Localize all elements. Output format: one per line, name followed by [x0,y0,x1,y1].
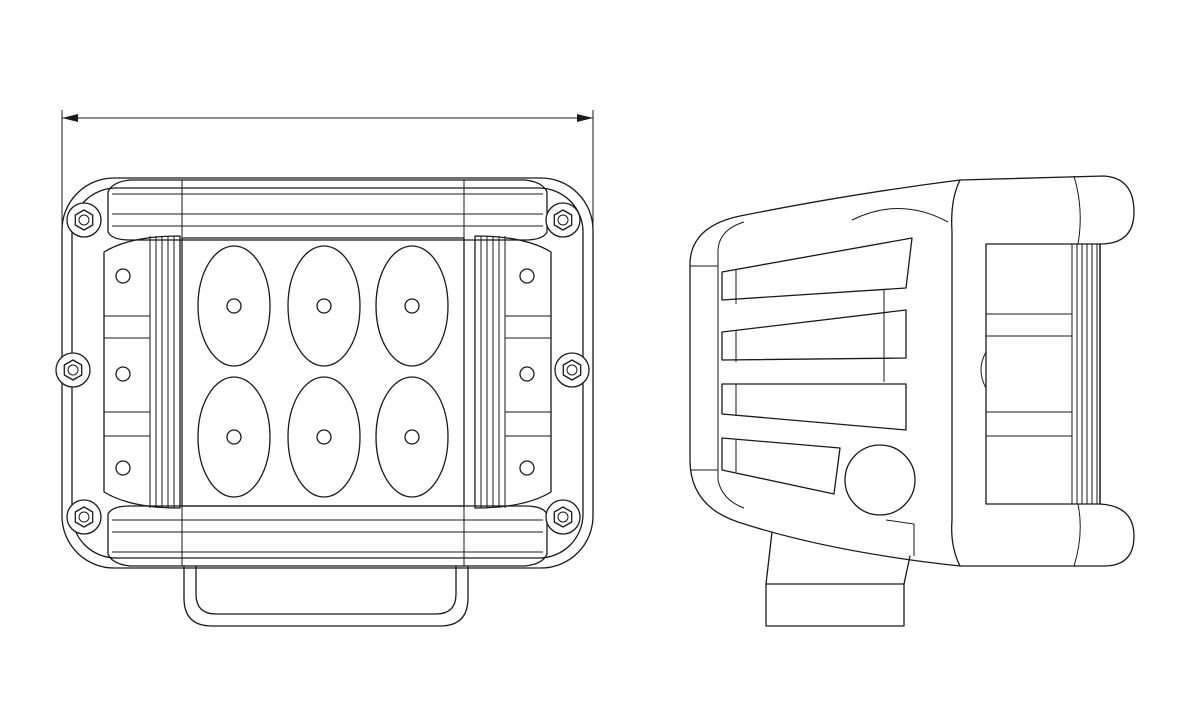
led-lens [197,376,271,498]
led-emitter [316,298,332,314]
heatsink-blade [721,383,907,431]
right-side-panel [474,235,552,509]
side-rear-line [717,252,745,509]
dimension-arrow-right [577,114,593,122]
lens-window [181,237,465,507]
side-lens-face [985,243,1101,505]
left-screw-top [115,268,131,284]
hex-bolt-bottom-left [66,499,102,535]
hex-bolt-middle-right [554,352,590,388]
hex-bolt-top-right [545,202,581,238]
hex-bolt-top-left [66,202,102,238]
led-lens-grid [197,245,449,498]
right-screw-top [519,268,535,284]
side-gland-line [885,519,915,556]
side-front-rib [951,179,961,567]
right-screw-bottom [519,460,535,476]
left-side-panel [103,235,181,509]
mounting-bracket [183,565,469,627]
hex-bolt-bottom-right [545,499,581,535]
left-screw-bottom [115,460,131,476]
led-lens [375,245,449,367]
led-emitter [226,298,242,314]
housing-outer [61,177,594,569]
led-lens [287,245,361,367]
dimension-arrow-left [62,114,78,122]
top-rail-body [107,179,548,241]
led-emitter [404,429,420,445]
side-mounting-foot [765,531,911,627]
led-lens [197,245,271,367]
left-bolt-column [103,235,181,509]
right-bolt-column [474,235,552,509]
side-housing [689,175,1135,567]
led-emitter [226,429,242,445]
left-screw-middle [115,366,131,382]
heatsink-blade [721,309,907,361]
width-dimension [61,110,594,230]
side-lens-bump [980,351,987,389]
front-view [55,177,594,627]
led-emitter [404,298,420,314]
led-lens [375,376,449,498]
heatsink-blade [721,237,913,301]
foot-body [765,531,911,627]
side-view [689,175,1135,627]
housing-inner [71,187,584,559]
hex-bolt-middle-left [55,352,91,388]
side-top-cap-line [1073,175,1081,245]
right-screw-middle [519,366,535,382]
bracket-outer [183,565,469,627]
side-front-fins [1071,244,1098,504]
led-lens [287,376,361,498]
side-cable-gland [844,444,916,516]
bottom-rail-body [107,505,548,567]
side-top-bulge [851,208,949,223]
top-rail [107,179,548,241]
side-rear-line [717,221,745,253]
heatsink-blade [721,437,841,495]
side-bottom-cap-line [1073,503,1081,567]
bracket-inner [195,565,457,615]
side-heatsink-blades [721,237,913,495]
hex-bolts [55,202,590,535]
bottom-rail [107,505,548,567]
led-emitter [316,429,332,445]
